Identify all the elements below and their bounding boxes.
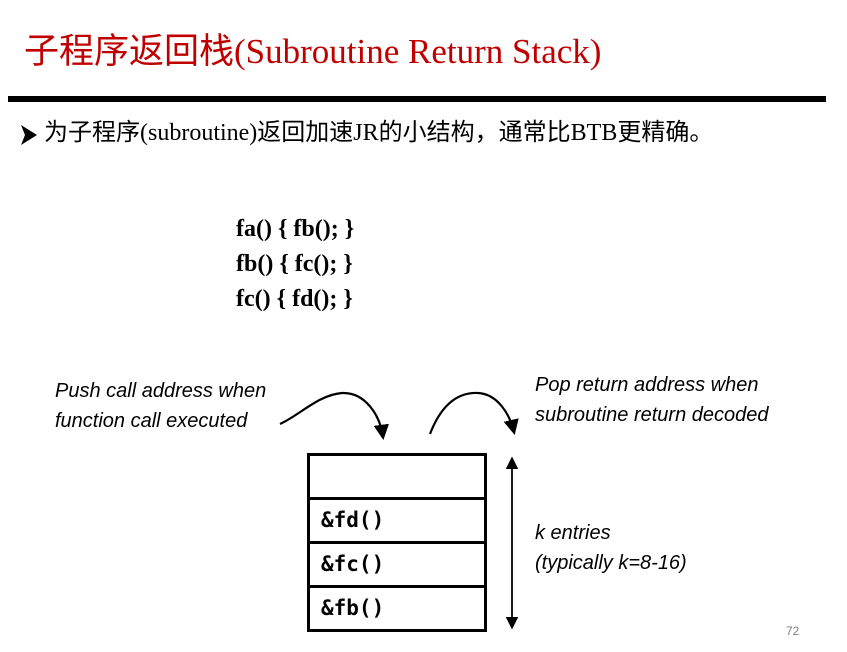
return-stack: &fd() &fc() &fb() xyxy=(307,453,487,632)
page-number: 72 xyxy=(786,624,800,638)
pop-note-line: Pop return address when xyxy=(535,374,759,396)
stack-size-note: k entries (typically k=8-16) xyxy=(535,518,687,578)
push-arrow xyxy=(279,391,389,441)
title-divider xyxy=(8,96,826,102)
pop-arrow xyxy=(428,391,519,435)
stack-entry: &fb() xyxy=(307,585,487,632)
code-line: fa() { fb(); } xyxy=(236,216,355,242)
arrow-bullet-icon xyxy=(21,125,37,145)
push-note: Push call address when function call exe… xyxy=(55,376,266,436)
push-note-line: function call executed xyxy=(55,410,248,432)
code-block: fa() { fb(); } fb() { fc(); } fc() { fd(… xyxy=(236,212,354,317)
bullet-text: 为子程序(subroutine)返回加速JR的小结构，通常比BTB更精确。 xyxy=(44,120,714,146)
push-note-line: Push call address when xyxy=(55,380,267,402)
slide-title: 子程序返回栈(Subroutine Return Stack) xyxy=(24,32,602,71)
code-line: fb() { fc(); } xyxy=(236,251,353,277)
stack-size-line: (typically k=8-16) xyxy=(535,552,687,574)
stack-size-line: k entries xyxy=(535,522,611,544)
pop-note-line: subroutine return decoded xyxy=(535,404,769,426)
code-line: fc() { fd(); } xyxy=(236,286,353,312)
pop-note: Pop return address when subroutine retur… xyxy=(535,370,769,430)
